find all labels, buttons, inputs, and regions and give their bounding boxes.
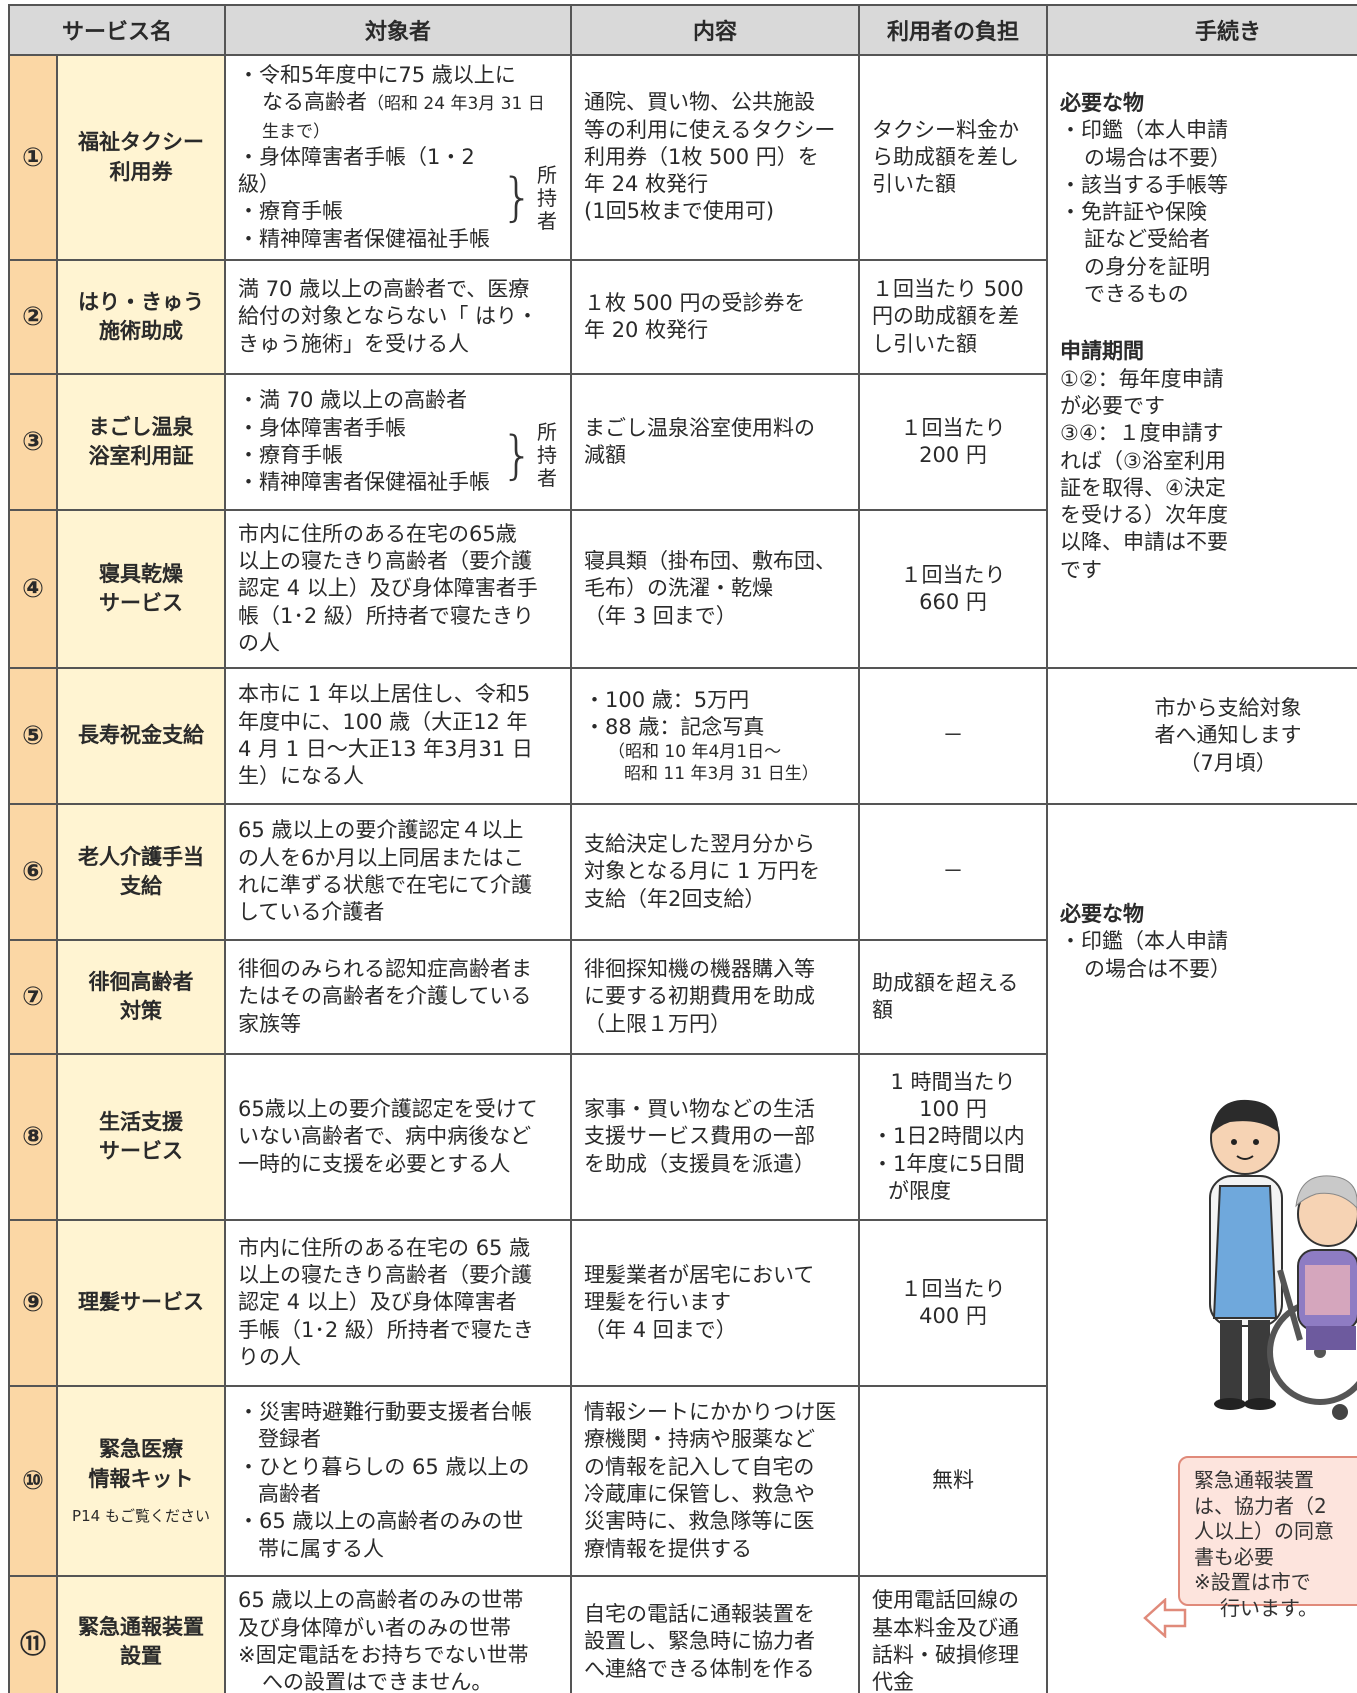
row-number: ⑤ [8, 667, 58, 806]
table-row: ③ まごし温泉浴室利用証 ・満 70 歳以上の高齢者 ・身体障害者手帳 ・療育手… [8, 373, 1357, 512]
caregiver-wheelchair-illustration [1209, 1099, 1357, 1420]
table-row: ⑦ 徘徊高齢者対策 徘徊のみられる認知症高齢者またはその高齢者を介護している家族… [8, 939, 1357, 1056]
row-number: ⑪ [8, 1575, 58, 1693]
content-cell: 理髪業者が居宅において理髪を行います（年 4 回まで） [570, 1219, 861, 1388]
target-cell: 65歳以上の要介護認定を受けていない高齢者で、病中病後など一時的に支援を必要とす… [224, 1053, 573, 1222]
header-procedure: 手続き [1046, 4, 1357, 56]
content-cell: 家事・買い物などの生活支援サービス費用の一部を助成（支援員を派遣） [570, 1053, 861, 1222]
content-cell: まごし温泉浴室使用料の減額 [570, 373, 861, 512]
burden-cell: 無料 [858, 1385, 1049, 1578]
procedure-cell-a: 必要な物 ・印鑑（本人申請 の場合は不要） ・該当する手帳等 ・免許証や保険 証… [1046, 53, 1357, 670]
burden-cell: 助成額を超える額 [858, 939, 1049, 1056]
row-number: ① [8, 53, 58, 262]
service-name: 長寿祝金支給 [55, 667, 227, 806]
content-cell: 情報シートにかかりつけ医療機関・持病や服薬などの情報を記入して自宅の冷蔵庫に保管… [570, 1385, 861, 1578]
service-name: 理髪サービス [55, 1219, 227, 1388]
burden-cell: タクシー料金から助成額を差し引いた額 [858, 53, 1049, 262]
row-number: ⑦ [8, 939, 58, 1056]
service-name: 福祉タクシー利用券 [55, 53, 227, 262]
content-cell: 寝具類（掛布団、敷布団、毛布）の洗濯・乾燥（年 3 回まで） [570, 509, 861, 670]
table-row: ⑧ 生活支援サービス 65歳以上の要介護認定を受けていない高齢者で、病中病後など… [8, 1053, 1357, 1222]
services-table: サービス名 対象者 内容 利用者の負担 手続き ① 福祉タクシー利用券 ・令和5… [8, 4, 1357, 1693]
table-row: ① 福祉タクシー利用券 ・令和5年度中に75 歳以上に なる高齢者（昭和 24 … [8, 53, 1357, 670]
content-cell: 徘徊探知機の機器購入等に要する初期費用を助成（上限１万円） [570, 939, 861, 1056]
arrow-left-icon [1143, 1598, 1187, 1638]
brace-icon: } [500, 168, 535, 229]
burden-cell: － [858, 667, 1049, 806]
row-number: ⑥ [8, 803, 58, 942]
procedure-cell-longevity: 市から支給対象者へ通知します（7月頃） [1046, 667, 1357, 806]
target-cell: ・災害時避難行動要支援者台帳登録者 ・ひとり暮らしの 65 歳以上の高齢者 ・6… [224, 1385, 573, 1578]
service-name: はり・きゅう施術助成 [55, 259, 227, 376]
row-number: ⑧ [8, 1053, 58, 1222]
burden-cell: 使用電話回線の基本料金及び通話料・破損修理代金 [858, 1575, 1049, 1693]
content-cell: 通院、買い物、公共施設等の利用に使えるタクシー利用券（1枚 500 円）を年 2… [570, 53, 861, 262]
row-number: ④ [8, 509, 58, 670]
header-burden: 利用者の負担 [858, 4, 1049, 56]
service-name: 徘徊高齢者対策 [55, 939, 227, 1056]
service-name: 生活支援サービス [55, 1053, 227, 1222]
content-cell: 支給決定した翌月分から対象となる月に 1 万円を支給（年2回支給） [570, 803, 861, 942]
row-number: ⑨ [8, 1219, 58, 1388]
services-table-wrapper: サービス名 対象者 内容 利用者の負担 手続き ① 福祉タクシー利用券 ・令和5… [8, 4, 1357, 1693]
table-row: ④ 寝具乾燥サービス 市内に住所のある在宅の65歳以上の寝たきり高齢者（要介護認… [8, 509, 1357, 670]
table-row: ⑨ 理髪サービス 市内に住所のある在宅の 65 歳以上の寝たきり高齢者（要介護認… [8, 1219, 1357, 1388]
service-name: 緊急医療情報キット P14 もご覧ください [55, 1385, 227, 1578]
content-cell: 自宅の電話に通報装置を設置し、緊急時に協力者へ連絡できる体制を作る [570, 1575, 861, 1693]
burden-cell: 1 時間当たり 100 円 ・1日2時間以内 ・1年度に5日間 が限度 [858, 1053, 1049, 1222]
table-row: ② はり・きゅう施術助成 満 70 歳以上の高齢者で、医療給付の対象とならない「… [8, 259, 1357, 376]
row-number: ⑩ [8, 1385, 58, 1578]
service-name: まごし温泉浴室利用証 [55, 373, 227, 512]
header-content: 内容 [570, 4, 861, 56]
header-row: サービス名 対象者 内容 利用者の負担 手続き [8, 4, 1357, 56]
row-number: ③ [8, 373, 58, 512]
service-name: 緊急通報装置設置 [55, 1575, 227, 1693]
target-cell: 満 70 歳以上の高齢者で、医療給付の対象とならない「 はり・きゅう施術」を受け… [224, 259, 573, 376]
content-cell: ・100 歳：5万円・88 歳：記念写真 （昭和 10 年4月1日～昭和 11 … [570, 667, 861, 806]
target-cell: ・令和5年度中に75 歳以上に なる高齢者（昭和 24 年3月 31 日生まで）… [224, 53, 573, 262]
table-row: ⑩ 緊急医療情報キット P14 もご覧ください ・災害時避難行動要支援者台帳登録… [8, 1385, 1357, 1578]
target-cell: 65 歳以上の高齢者のみの世帯及び身体障がい者のみの世帯※固定電話をお持ちでない… [224, 1575, 573, 1693]
service-note: P14 もご覧ください [72, 1506, 210, 1525]
table-row: ⑥ 老人介護手当支給 65 歳以上の要介護認定４以上の人を6か月以上同居またはこ… [8, 803, 1357, 1693]
burden-cell: － [858, 803, 1049, 942]
service-name: 寝具乾燥サービス [55, 509, 227, 670]
target-cell: 市内に住所のある在宅の65歳以上の寝たきり高齢者（要介護認定 4 以上）及び身体… [224, 509, 573, 670]
table-row: ⑪ 緊急通報装置設置 65 歳以上の高齢者のみの世帯及び身体障がい者のみの世帯※… [8, 1575, 1357, 1693]
target-cell: 徘徊のみられる認知症高齢者またはその高齢者を介護している家族等 [224, 939, 573, 1056]
target-cell: 市内に住所のある在宅の 65 歳以上の寝たきり高齢者（要介護認定 4 以上）及び… [224, 1219, 573, 1388]
row-number: ② [8, 259, 58, 376]
header-service-name: サービス名 [8, 4, 227, 56]
service-name: 老人介護手当支給 [55, 803, 227, 942]
target-cell: 65 歳以上の要介護認定４以上の人を6か月以上同居またはこれに準ずる状態で在宅に… [224, 803, 573, 942]
brace-icon: } [500, 425, 535, 486]
target-cell: ・満 70 歳以上の高齢者 ・身体障害者手帳 ・療育手帳 ・精神障害者保健福祉手… [224, 373, 573, 512]
content-cell: １枚 500 円の受診券を年 20 枚発行 [570, 259, 861, 376]
header-target: 対象者 [224, 4, 573, 56]
